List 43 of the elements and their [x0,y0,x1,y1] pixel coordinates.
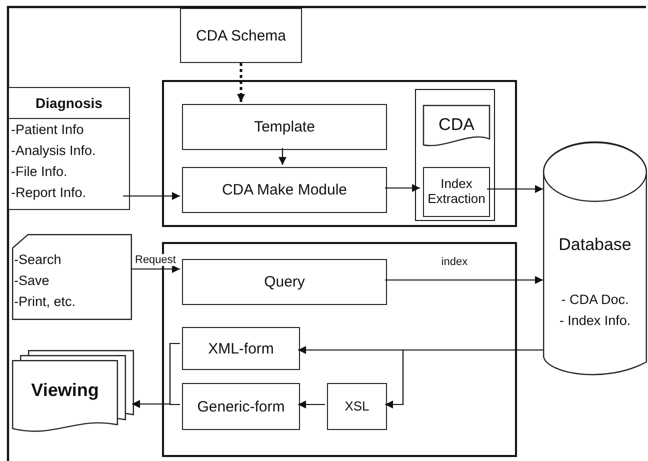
document-label: Viewing [30,380,100,401]
box-label: Query [263,273,306,291]
arrow [487,185,543,193]
document-panel [415,89,495,221]
box-label: CDA Make Module [220,181,348,199]
process-box [182,104,387,150]
box-label: XML-form [207,340,275,358]
list-item: -File Info. [11,164,68,179]
process-box [182,327,300,370]
list-item: -Report Info. [11,185,86,200]
list-item: -Analysis Info. [11,143,96,158]
box-label: Generic-form [196,398,286,416]
list-item: - Index Info. [558,313,632,328]
box-label: CDA Schema [194,26,288,44]
process-box [182,167,387,213]
database-label: Database [558,235,632,255]
edge-label: index [440,256,469,268]
list-item: -Print, etc. [14,294,76,309]
box-heading: Diagnosis [9,88,129,119]
process-box [423,167,490,217]
process-box [182,383,300,430]
list-item: -Patient Info [11,122,84,137]
process-box [8,87,130,210]
arrow [385,276,543,284]
arrow [237,63,245,102]
list-item: - CDA Doc. [560,292,630,307]
arrow [278,148,286,165]
process-box [180,8,302,63]
box-label: Template [253,118,316,136]
box-label: Index Extraction [426,177,486,207]
list-item: -Save [14,273,50,288]
arrow [123,192,180,200]
process-box [327,383,387,430]
process-box [182,259,387,305]
arrow [298,400,325,408]
module-panel [162,80,517,227]
arrow [385,184,420,192]
document-label: CDA [438,115,476,135]
arrow [132,400,180,408]
list-item: -Search [14,252,62,267]
edge-label: Request [134,254,177,266]
box-label: XSL [344,399,370,414]
arrow [132,265,180,273]
